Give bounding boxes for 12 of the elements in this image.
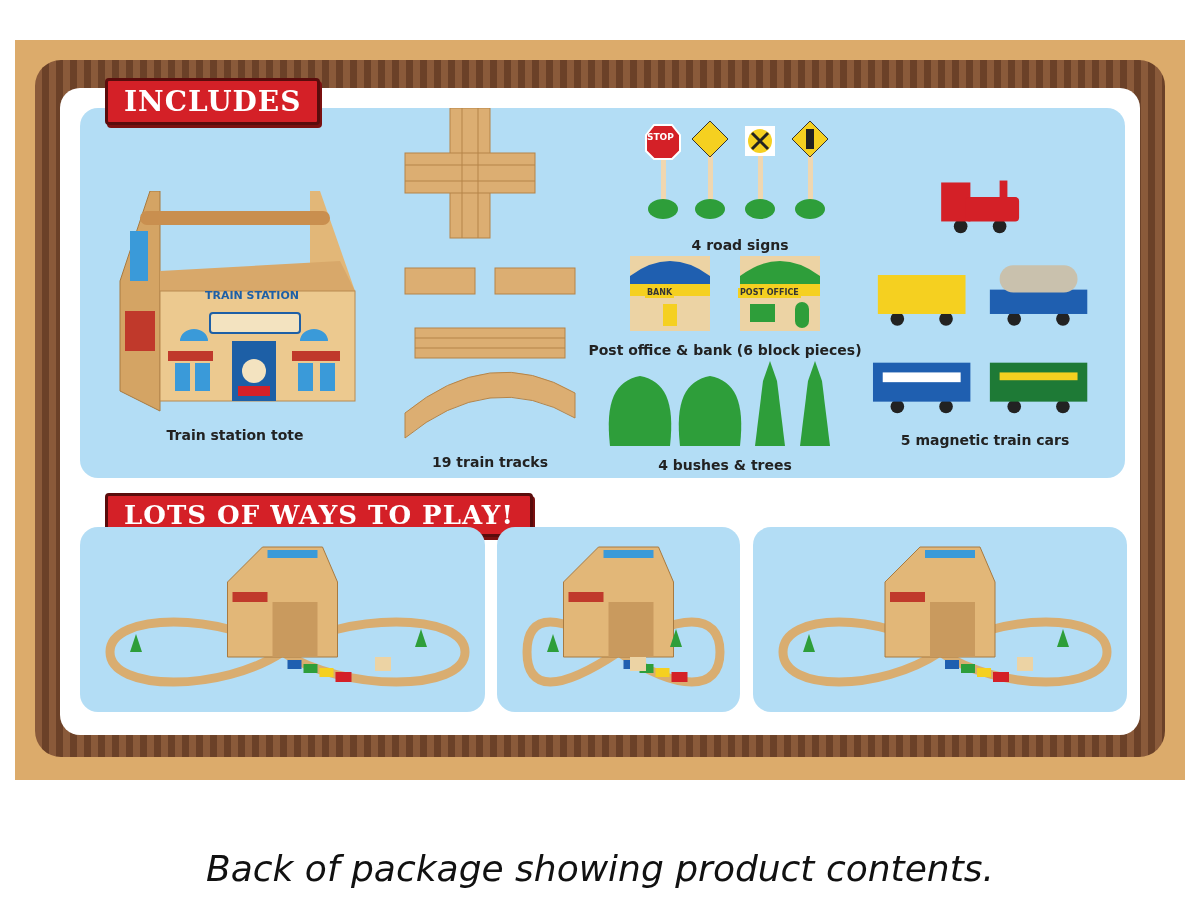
caption: Back of package showing product contents. [205,848,995,889]
ribbon-banner: INCLUDES [105,78,321,125]
item-caption: Train station tote [166,427,304,443]
sign-text: BANK [645,288,675,298]
item-caption: 4 road signs [691,237,789,253]
item-caption: 5 magnetic train cars [900,432,1070,448]
sign-text: STOP [647,133,674,142]
sign-text: POST OFFICE [738,288,801,298]
item-caption: 19 train tracks [432,454,548,470]
item-caption: Post office & bank (6 block pieces) [588,342,862,358]
item-caption: 4 bushes & trees [658,457,792,473]
sign-text: TRAIN STATION [205,290,299,301]
